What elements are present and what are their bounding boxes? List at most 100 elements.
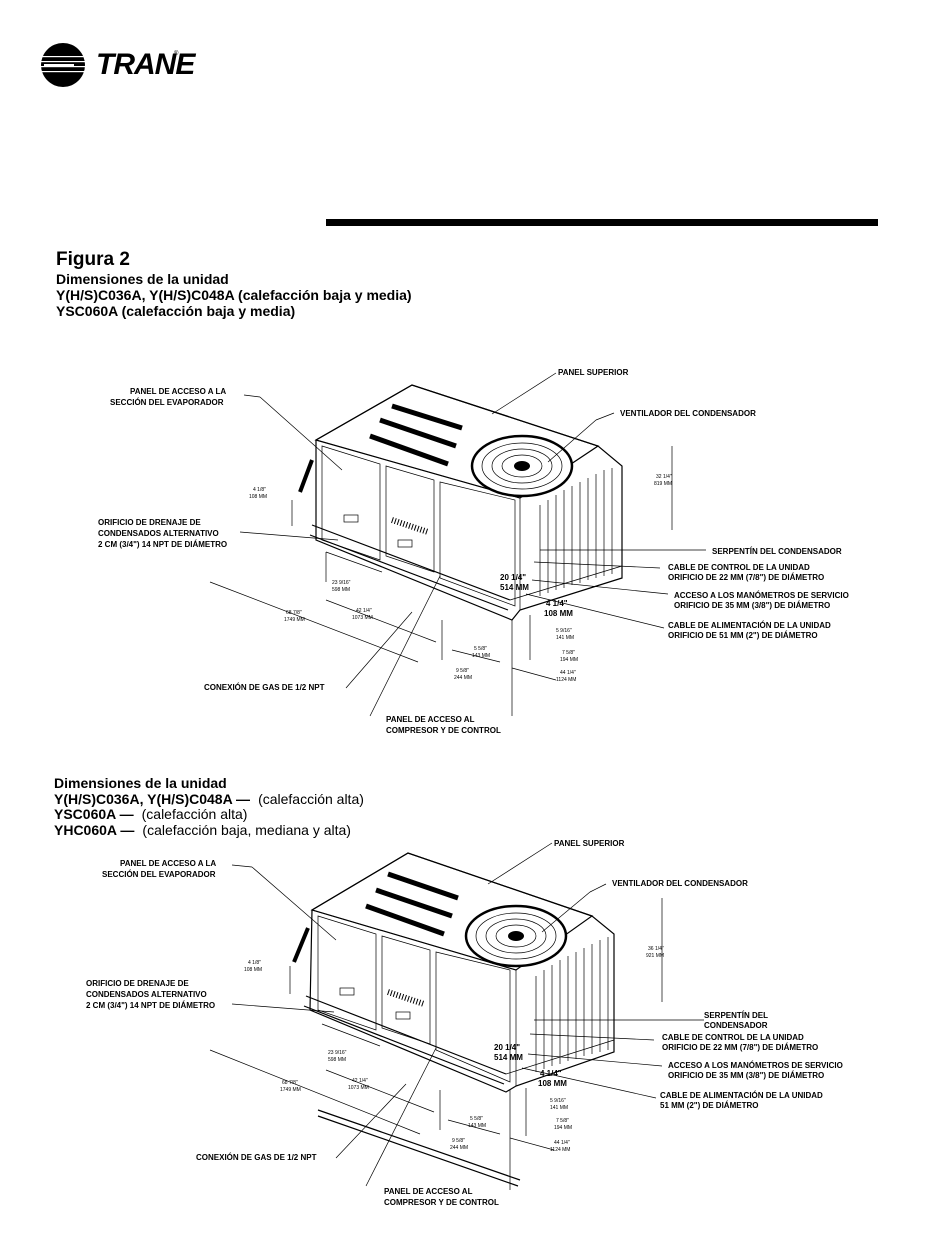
label-serpentin: SERPENTÍN DEL CONDENSADOR: [712, 547, 842, 556]
dim-value: 5 5/8": [470, 1116, 483, 1122]
condenser-coil: [535, 937, 609, 1072]
label-drenaje: CONDENSADOS ALTERNATIVO: [86, 990, 207, 999]
base-rail: [309, 524, 511, 611]
row-desc: (calefacción alta): [141, 806, 248, 823]
dim-value: 819 MM: [654, 481, 672, 487]
header-rule: [326, 219, 878, 226]
dim-value: 44 1/4": [560, 670, 576, 676]
dim-value: 20 1/4": [500, 573, 526, 582]
dim-value: 23 9/16": [328, 1050, 347, 1056]
label-manometros: ORIFICIO DE 35 MM (3/8") DE DIÁMETRO: [668, 1071, 824, 1080]
top-vent-slot: [379, 417, 457, 449]
label-control: ORIFICIO DE 22 MM (7/8") DE DIÁMETRO: [668, 573, 824, 582]
dim-value: 42 1/4": [352, 1078, 368, 1084]
unit-drawing-1: PANEL SUPERIOR PANEL DE ACCESO A LA SECC…: [98, 368, 849, 735]
top-vent-slot: [369, 433, 449, 467]
evaporator-access-panel: [317, 915, 377, 1031]
label-alimentacion: 51 MM (2") DE DIÁMETRO: [660, 1101, 758, 1110]
label-compresor: PANEL DE ACCESO AL: [384, 1187, 473, 1196]
dim-value: 4 1/4": [546, 599, 568, 608]
dim-value: 143 MM: [472, 653, 490, 659]
label-drenaje: ORIFICIO DE DRENAJE DE: [86, 979, 189, 988]
dim-value: 7 5/8": [556, 1118, 569, 1124]
label-manometros: ACCESO A LOS MANÓMETROS DE SERVICIO: [674, 591, 849, 600]
dim-value: 921 MM: [646, 953, 664, 959]
dim-value: 68 7/8": [286, 610, 302, 616]
dim-value: 9 5/8": [456, 668, 469, 674]
dim-value: 5 9/16": [550, 1098, 566, 1104]
top-vent-slot: [375, 887, 453, 919]
dimension-lines: [209, 446, 673, 716]
label-control: CABLE DE CONTROL DE LA UNIDAD: [668, 563, 810, 572]
condenser-coil: [539, 468, 613, 596]
dim-value: 108 MM: [538, 1079, 567, 1088]
dim-value: 9 5/8": [452, 1138, 465, 1144]
label-evap-panel: PANEL DE ACCESO A LA: [130, 387, 226, 396]
dim-value: 108 MM: [544, 609, 573, 618]
row-model: YSC060A —: [54, 806, 134, 823]
figure-subtitle: Dimensiones de la unidad: [56, 271, 229, 288]
dim-value: 1073 MM: [348, 1085, 369, 1091]
label-panel-superior: PANEL SUPERIOR: [558, 368, 629, 377]
label-control: ORIFICIO DE 22 MM (7/8") DE DIÁMETRO: [662, 1043, 818, 1052]
dim-value: 36 1/4": [648, 946, 664, 952]
label-panel-superior: PANEL SUPERIOR: [554, 839, 625, 848]
label-evap-panel: SECCIÓN DEL EVAPORADOR: [110, 398, 224, 407]
dim-value: 194 MM: [554, 1125, 572, 1131]
brand-name: TRANE: [96, 48, 195, 81]
label-evap-panel: SECCIÓN DEL EVAPORADOR: [102, 870, 216, 879]
dim-value: 194 MM: [560, 657, 578, 663]
label-control: CABLE DE CONTROL DE LA UNIDAD: [662, 1033, 804, 1042]
dim-value: 44 1/4": [554, 1140, 570, 1146]
section2-row: YSC060A — (calefacción alta): [54, 807, 364, 823]
dim-value: 108 MM: [249, 494, 267, 500]
dim-value: 1124 MM: [550, 1147, 570, 1153]
dim-value: 20 1/4": [494, 1043, 520, 1052]
unit-drawing-2: PANEL SUPERIOR PANEL DE ACCESO A LA SECC…: [86, 839, 843, 1207]
trane-logo: TRANE ®: [40, 42, 195, 90]
label-gas: CONEXIÓN DE GAS DE 1/2 NPT: [204, 683, 325, 692]
label-alimentacion: CABLE DE ALIMENTACIÓN DE LA UNIDAD: [660, 1091, 823, 1100]
dim-value: 141 MM: [556, 635, 574, 641]
label-gas: CONEXIÓN DE GAS DE 1/2 NPT: [196, 1153, 317, 1162]
dimension-lines: [209, 898, 663, 1190]
dim-value: 514 MM: [494, 1053, 523, 1062]
figure-models-1: Y(H/S)C036A, Y(H/S)C048A (calefacción ba…: [56, 286, 412, 303]
dim-value: 4 1/8": [248, 960, 261, 966]
section2-subtitle: Dimensiones de la unidad: [54, 775, 227, 791]
dim-value: 1124 MM: [556, 677, 576, 683]
top-vent-slot: [391, 403, 463, 431]
dim-value: 4 1/8": [253, 487, 266, 493]
label-manometros: ACCESO A LOS MANÓMETROS DE SERVICIO: [668, 1061, 843, 1070]
section2-heading: Dimensiones de la unidad Y(H/S)C036A, Y(…: [54, 775, 364, 839]
label-ventilador: VENTILADOR DEL CONDENSADOR: [620, 409, 756, 418]
row-desc: (calefacción alta): [258, 790, 364, 807]
dim-value: 143 MM: [468, 1123, 486, 1129]
label-drenaje: 2 CM (3/4") 14 NPT DE DIÁMETRO: [98, 540, 227, 549]
label-compresor: COMPRESOR Y DE CONTROL: [384, 1198, 499, 1207]
row-desc: (calefacción baja, mediana y alta): [142, 822, 351, 839]
label-compresor: PANEL DE ACCESO AL: [386, 715, 475, 724]
dim-value: 23 9/16": [332, 580, 351, 586]
dim-value: 42 1/4": [356, 608, 372, 614]
dim-value: 108 MM: [244, 967, 262, 973]
label-evap-panel: PANEL DE ACCESO A LA: [120, 859, 216, 868]
label-drenaje: CONDENSADOS ALTERNATIVO: [98, 529, 219, 538]
dim-value: 4 1/4": [540, 1069, 562, 1078]
registered-mark: ®: [174, 51, 179, 57]
evaporator-access-panel: [321, 445, 381, 561]
figure-heading: Figura 2 Dimensiones de la unidad Y(H/S)…: [56, 249, 412, 319]
dim-value: 1073 MM: [352, 615, 373, 621]
dim-value: 514 MM: [500, 583, 529, 592]
label-serpentin: SERPENTÍN DEL: [704, 1011, 768, 1020]
dim-value: 244 MM: [454, 675, 472, 681]
dim-value: 1749 MM: [280, 1087, 301, 1093]
dim-value: 598 MM: [332, 587, 350, 593]
row-model: YHC060A —: [54, 822, 135, 839]
label-compresor: COMPRESOR Y DE CONTROL: [386, 726, 501, 735]
base-rail: [317, 1109, 521, 1187]
leader-lines: [239, 372, 706, 717]
section2-row: YHC060A — (calefacción baja, mediana y al…: [54, 822, 364, 839]
row-model: Y(H/S)C036A, Y(H/S)C048A —: [54, 790, 251, 807]
